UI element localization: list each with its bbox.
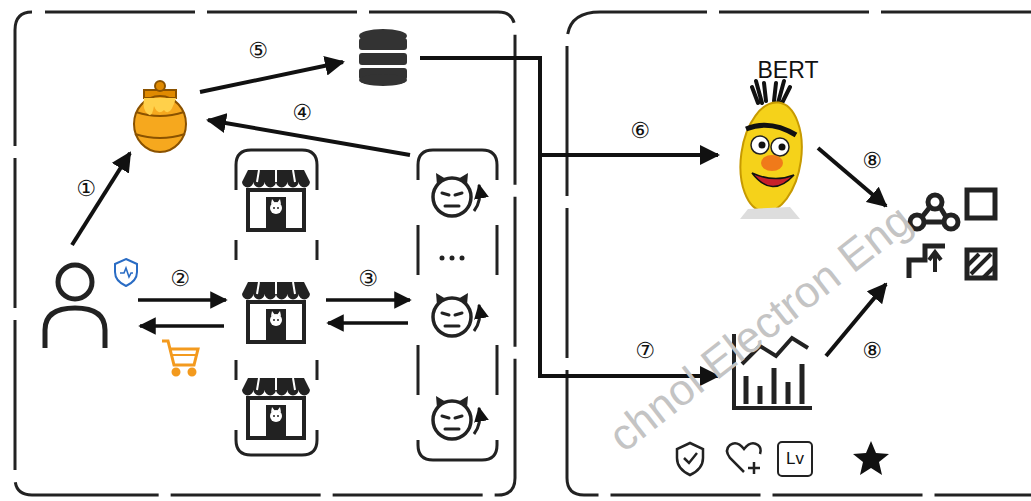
callout-number: ⑧ [862,148,882,173]
watermark: chnol Electron Eng [599,195,921,462]
callout-number: ⑥ [630,118,650,143]
callout-number: ① [76,176,96,201]
callout-number: ⑤ [248,38,268,63]
badge-text: Lv [786,450,804,469]
model-figure: BERT [722,56,854,216]
callout-number: ⑧ [862,338,882,363]
callout-number: ③ [358,266,378,291]
callout-number: ④ [292,100,312,125]
callout-number: ⑦ [635,338,655,363]
model-name: BERT [758,58,819,83]
level-badge: Lv [777,441,813,477]
callout-number: ② [170,266,190,291]
